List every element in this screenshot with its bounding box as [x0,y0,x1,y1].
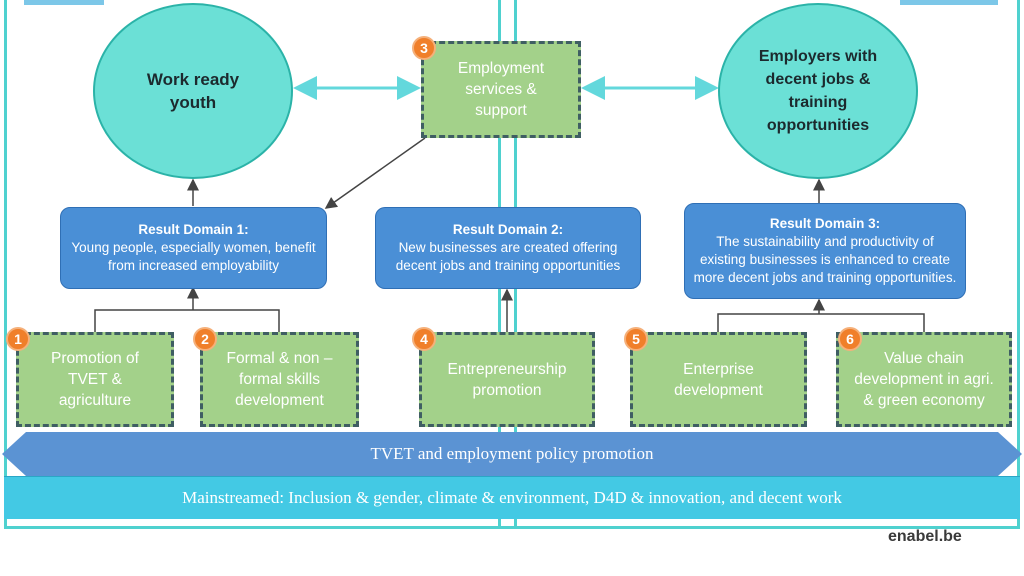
supply-panel-left-edge [4,0,7,528]
supply-outcome-circle: Work ready youth [93,3,293,179]
result-domain-1-title: Result Domain 1: [138,222,249,237]
result-domain-3: Result Domain 3: The sustainability and … [684,203,966,299]
intervention-5-label: Enterprise development [674,360,763,399]
result-domain-2: Result Domain 2: New businesses are crea… [375,207,641,289]
badge-5: 5 [624,327,648,351]
badge-4: 4 [412,327,436,351]
policy-promotion-label: TVET and employment policy promotion [370,444,654,463]
intervention-2-label: Formal & non – formal skills development [226,350,333,409]
intervention-3-label: Employment services & support [457,60,545,119]
result-domain-1: Result Domain 1: Young people, especiall… [60,207,327,289]
mainstreamed-label: Mainstreamed: Inclusion & gender, climat… [182,488,842,507]
intervention-entrepreneurship: Entrepreneurship promotion [419,332,595,427]
intervention-value-chain: Value chain development in agri. & green… [836,332,1012,427]
intervention-employment-services: Employment services & support [421,41,581,138]
badge-1: 1 [6,327,30,351]
badge-2: 2 [193,327,217,351]
result-domain-2-text: New businesses are created offering dece… [395,240,621,273]
supply-outcome-label: Work ready youth [146,70,240,112]
panel-bottom-edge [4,526,1020,529]
intervention-1-label: Promotion of TVET & agriculture [51,350,139,409]
intervention-skills-development: Formal & non – formal skills development [200,332,359,427]
mainstreamed-banner: Mainstreamed: Inclusion & gender, climat… [4,476,1020,519]
result-domain-3-text: The sustainability and productivity of e… [693,234,957,285]
badge-3: 3 [412,36,436,60]
intervention-6-label: Value chain development in agri. & green… [854,350,994,409]
policy-promotion-banner: TVET and employment policy promotion [0,432,1024,476]
demand-outcome-label: Employers with decent jobs & training op… [758,48,878,134]
result-domain-3-title: Result Domain 3: [769,216,881,231]
banner-arrow-shape [2,432,1022,476]
intervention-enterprise-development: Enterprise development [630,332,807,427]
intervention-tvet-agriculture: Promotion of TVET & agriculture [16,332,174,427]
result-domain-1-text: Young people, especially women, benefit … [71,240,316,273]
badge-6: 6 [838,327,862,351]
result-domain-2-title: Result Domain 2: [452,222,564,237]
intervention-4-label: Entrepreneurship promotion [447,360,567,399]
top-header-fragment-right [900,0,998,5]
top-header-fragment-left [24,0,104,5]
footer-site-link[interactable]: enabel.be [888,528,962,545]
demand-outcome-circle: Employers with decent jobs & training op… [718,3,918,179]
demand-panel-right-edge [1017,0,1020,528]
